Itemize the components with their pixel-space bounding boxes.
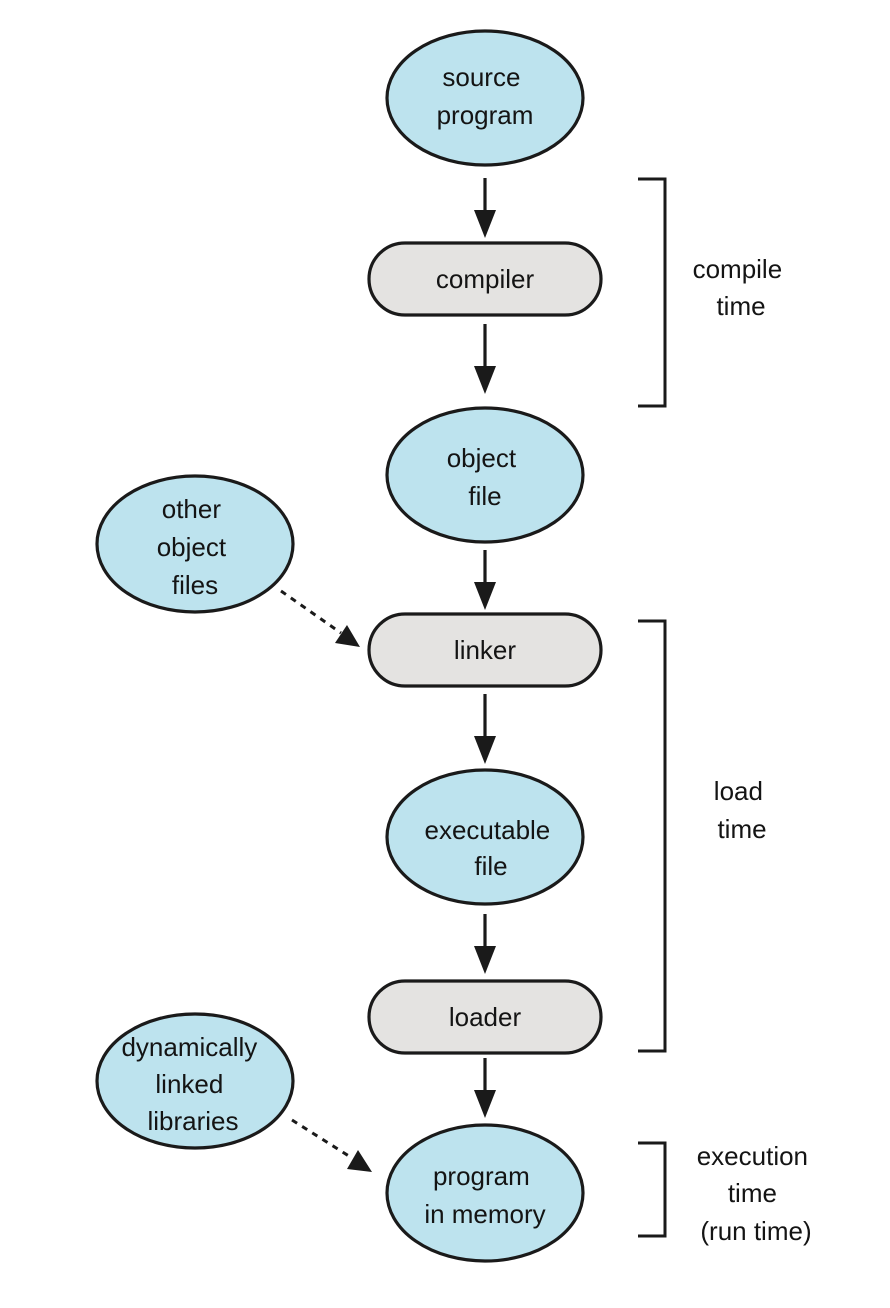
dotted-arrow-libraries-to-program-in-memory: [291, 1118, 372, 1172]
other-object-files-node: other object files: [95, 474, 295, 614]
compiler-node: compiler: [367, 241, 603, 317]
arrow-executable-to-loader: [474, 914, 496, 974]
dotted-arrow-other-object-files-to-linker: [280, 589, 360, 647]
arrow-linker-to-executable: [474, 694, 496, 764]
program-in-memory-label: program in memory: [424, 1161, 545, 1229]
executable-file-label: executable file: [425, 815, 558, 881]
program-in-memory-node: program in memory: [385, 1123, 585, 1263]
other-object-files-label: other object files: [157, 494, 234, 600]
arrow-loader-to-program-in-memory: [474, 1058, 496, 1118]
loader-label: loader: [449, 1002, 522, 1032]
compiler-label: compiler: [436, 264, 535, 294]
loader-node: loader: [367, 979, 603, 1055]
compile-time-label: compile time: [693, 254, 790, 321]
linker-label: linker: [454, 635, 516, 665]
source-program-node: source program: [385, 29, 585, 167]
object-file-node: object file: [385, 406, 585, 544]
arrow-source-to-compiler: [474, 178, 496, 238]
linker-node: linker: [367, 612, 603, 688]
arrow-object-file-to-linker: [474, 550, 496, 610]
arrow-compiler-to-object-file: [474, 324, 496, 394]
execution-time-bracket: execution time (run time): [638, 1141, 816, 1246]
load-time-label: load time: [714, 776, 770, 844]
load-time-bracket: load time: [638, 619, 770, 1053]
object-file-label: object file: [447, 443, 524, 511]
source-program-label: source program: [437, 62, 534, 130]
executable-file-node: executable file: [385, 768, 585, 906]
dynamically-linked-libraries-label: dynamically linked libraries: [121, 1032, 264, 1136]
execution-time-label: execution time (run time): [697, 1141, 816, 1246]
dynamically-linked-libraries-node: dynamically linked libraries: [95, 1012, 295, 1150]
compile-time-bracket: compile time: [638, 177, 790, 408]
